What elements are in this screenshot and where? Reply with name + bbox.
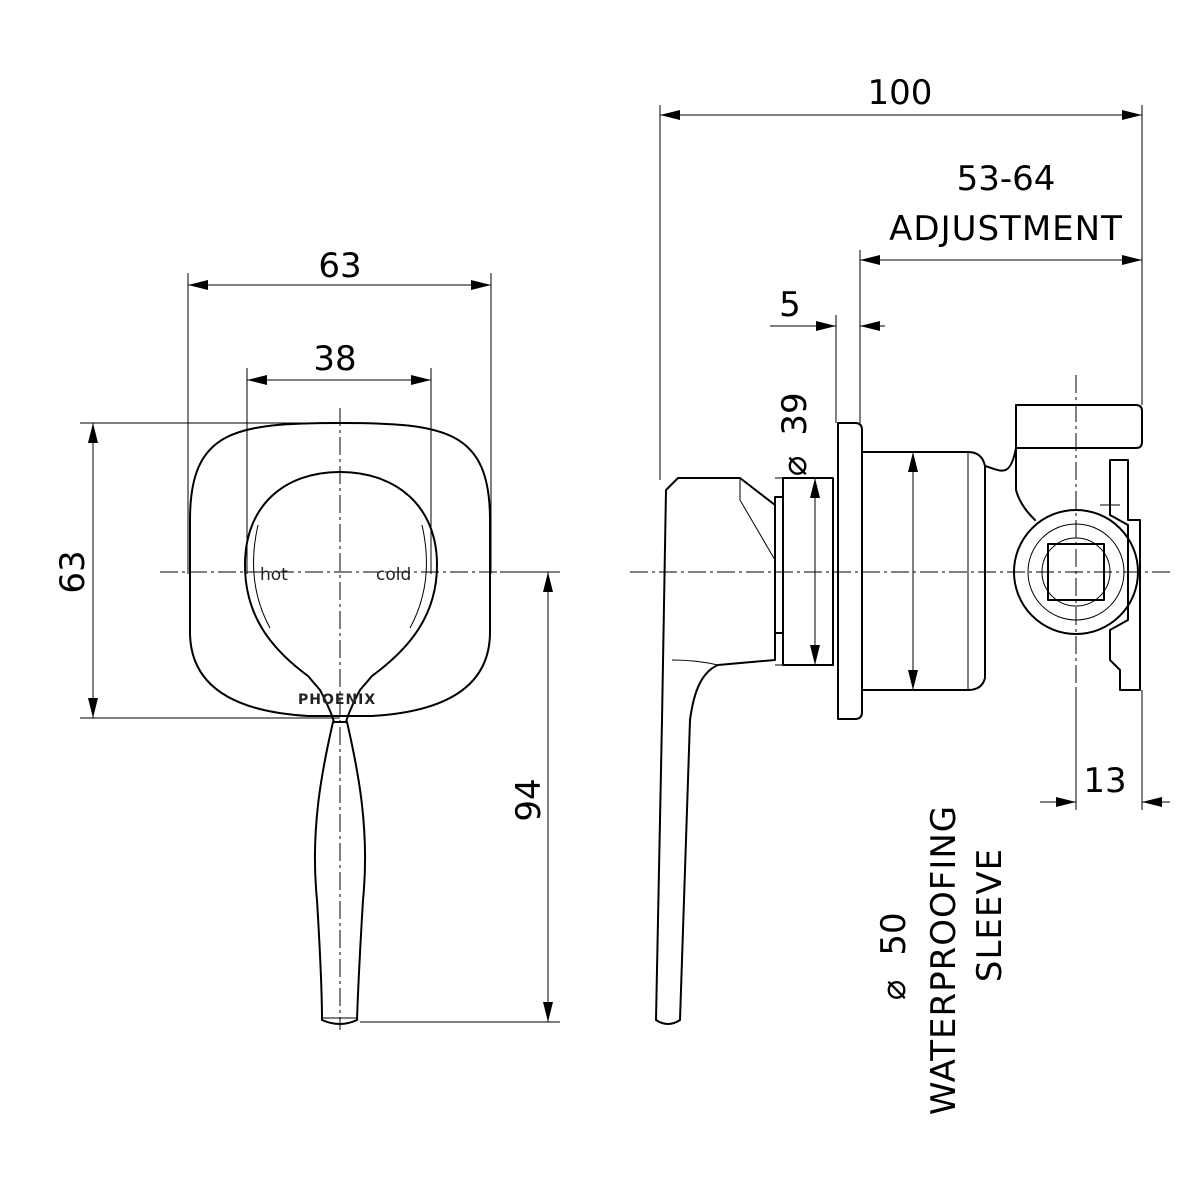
- sleeve-label-line1: WATERPROOFING: [924, 805, 964, 1115]
- valve-port-square: [1047, 543, 1105, 601]
- mounting-bracket: [1109, 459, 1141, 691]
- valve-outlet-top: [1015, 404, 1143, 449]
- valve-port-inner: [1041, 537, 1111, 607]
- hot-label: hot: [260, 565, 288, 585]
- diameter-symbol-2: ⌀: [874, 980, 914, 1000]
- lever-handle-outline: [313, 721, 367, 1025]
- valve-port-mid: [1027, 523, 1125, 621]
- adjust-label: ADJUSTMENT: [889, 209, 1123, 249]
- dim-trim-diameter: 39: [775, 392, 815, 435]
- diameter-symbol: ⌀: [775, 456, 815, 476]
- brand-label: PHOENIX: [298, 692, 376, 708]
- valve-connector: [984, 447, 1036, 521]
- dim-plate-width: 63: [318, 246, 361, 286]
- dim-lever-length: 94: [509, 778, 549, 821]
- dim-adjust-range: 53-64: [957, 159, 1056, 199]
- valve-port-outer: [1013, 509, 1139, 635]
- side-lever-inner: [671, 659, 719, 666]
- dim-plate-height: 63: [53, 550, 93, 593]
- side-lever-edge: [739, 478, 776, 561]
- dim-depth: 100: [868, 73, 933, 113]
- dial-shading: [253, 524, 427, 629]
- front-view: hot cold PHOENIX 63 38 63 94: [53, 246, 560, 1030]
- valve-body: [861, 451, 986, 691]
- sleeve-label-line2: SLEEVE: [970, 848, 1010, 982]
- side-view: 100 53-64 ADJUSTMENT 5 ⌀ 39 ⌀ 50 WATERPR…: [630, 73, 1170, 1115]
- dim-dial-width: 38: [313, 339, 356, 379]
- cold-label: cold: [376, 565, 411, 585]
- cover-flange: [837, 422, 863, 720]
- dim-outlet: 13: [1083, 761, 1126, 801]
- sleeve-label-group: ⌀ 50 WATERPROOFING SLEEVE: [874, 805, 1010, 1115]
- cover-plate-outline: [189, 422, 491, 717]
- dim-sleeve-diameter: 50: [874, 912, 914, 955]
- dial-outline: [244, 471, 438, 723]
- dim-flange: 5: [779, 285, 801, 325]
- trim-sleeve: [774, 496, 784, 634]
- side-lever-outline: [655, 477, 776, 1025]
- dim-trim-diameter-group: ⌀ 39: [775, 392, 815, 476]
